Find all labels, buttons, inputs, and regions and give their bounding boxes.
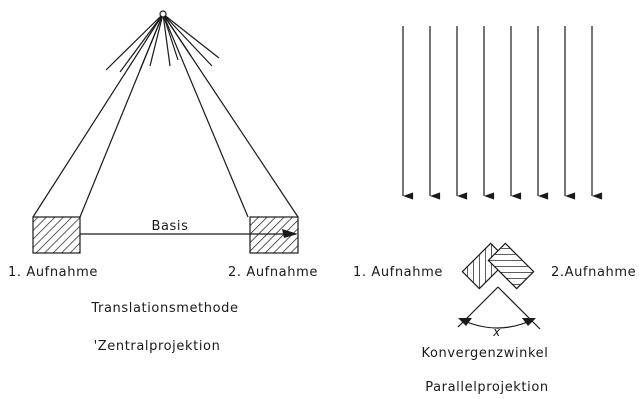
angle-symbol: x bbox=[492, 325, 501, 339]
convergent-cameras bbox=[457, 242, 541, 330]
fan-ray bbox=[139, 13, 164, 71]
method-caption: Translationsmethode bbox=[90, 301, 238, 316]
basis-arrowhead bbox=[282, 229, 298, 238]
camera-frame-right bbox=[487, 242, 535, 290]
fan-ray bbox=[162, 13, 220, 59]
fan-ray bbox=[105, 13, 164, 71]
convergence-angle-caption: Konvergenzwinkel bbox=[422, 346, 549, 361]
parallel-projection-group bbox=[402, 26, 603, 330]
fan-ray bbox=[162, 13, 192, 57]
ray-right-mid bbox=[162, 13, 249, 218]
central-projection-group bbox=[32, 10, 299, 254]
basis-label: Basis bbox=[151, 219, 188, 234]
left-camera-caption: 1. Aufnahme bbox=[353, 265, 443, 280]
fan-ray bbox=[162, 13, 171, 67]
left-camera-caption: 1. Aufnahme bbox=[8, 265, 98, 280]
angle-arrowhead-right bbox=[522, 318, 536, 326]
fan-ray bbox=[149, 13, 164, 67]
angle-arrowhead-left bbox=[458, 318, 472, 326]
central-projection-caption: 'Zentralprojektion bbox=[94, 339, 221, 354]
camera-frame-right bbox=[249, 216, 299, 254]
optical-axis-right bbox=[497, 286, 541, 330]
focal-point bbox=[159, 10, 167, 18]
ray-left-outer bbox=[32, 13, 164, 218]
fan-ray bbox=[162, 13, 213, 67]
fan-ray bbox=[162, 13, 179, 61]
right-camera-caption: 2.Aufnahme bbox=[551, 265, 636, 280]
right-camera-caption: 2. Aufnahme bbox=[228, 265, 318, 280]
fan-ray bbox=[119, 13, 164, 73]
camera-frame-left bbox=[32, 216, 81, 254]
parallel-projection-caption: Parallelprojektion bbox=[425, 380, 548, 395]
